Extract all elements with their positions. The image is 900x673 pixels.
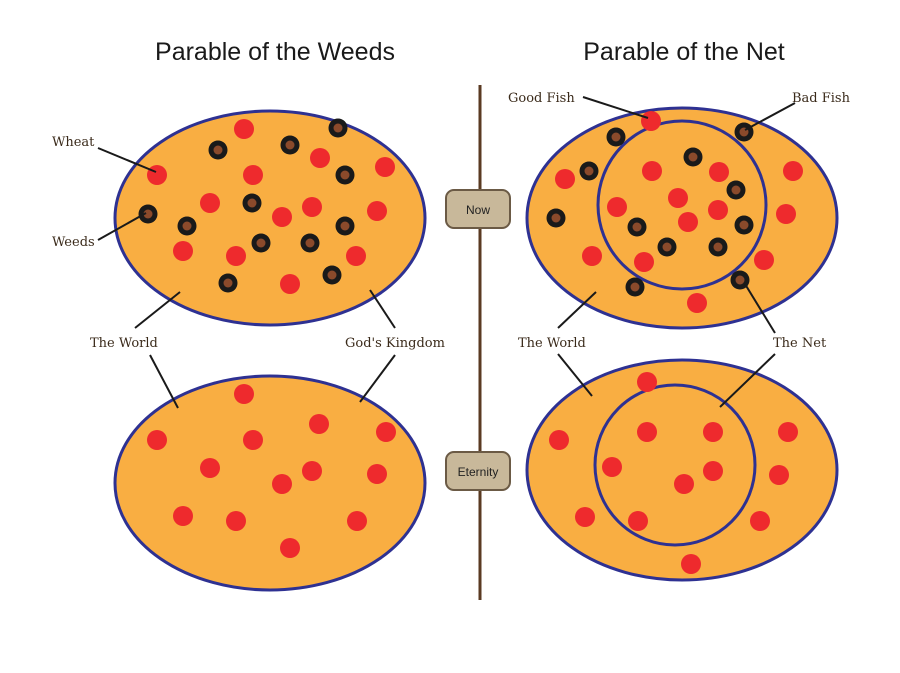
title-weeds: Parable of the Weeds — [155, 38, 395, 66]
wheat-good-fish-dot — [173, 241, 193, 261]
wheat-good-fish-dot — [280, 538, 300, 558]
net-eternity — [593, 383, 757, 547]
wheat-good-fish-dot — [302, 197, 322, 217]
wheat-good-fish-dot — [754, 250, 774, 270]
leader-lines — [97, 96, 796, 409]
dot-core — [285, 140, 295, 150]
now-button[interactable]: Now — [445, 189, 511, 229]
label-weeds: Weeds — [52, 235, 95, 250]
wheat-good-fish-dot — [687, 293, 707, 313]
wheat-good-fish-dot — [703, 422, 723, 442]
wheat-good-fish-dot — [280, 274, 300, 294]
label-world-right: The World — [518, 336, 586, 351]
wheat-good-fish-dot — [642, 161, 662, 181]
world-eternity-net — [525, 358, 839, 582]
wheat-good-fish-dot — [681, 554, 701, 574]
wheat-good-fish-dot — [310, 148, 330, 168]
net-now — [596, 119, 768, 291]
dot-core — [143, 209, 153, 219]
label-good-fish: Good Fish — [508, 91, 575, 106]
dot-core — [340, 221, 350, 231]
wheat-good-fish-dot — [147, 165, 167, 185]
wheat-good-fish-dot — [703, 461, 723, 481]
wheat-good-fish-dot — [147, 430, 167, 450]
wheat-good-fish-dot — [346, 246, 366, 266]
wheat-good-fish-dot — [778, 422, 798, 442]
wheat-good-fish-dot — [582, 246, 602, 266]
wheat-good-fish-dot — [628, 511, 648, 531]
dot-core — [223, 278, 233, 288]
dot-core — [340, 170, 350, 180]
wheat-good-fish-dot — [302, 461, 322, 481]
title-net: Parable of the Net — [583, 38, 785, 66]
fish-and-plants — [138, 111, 803, 574]
label-the-net: The Net — [773, 336, 827, 351]
wheat-good-fish-dot — [668, 188, 688, 208]
now-label: Now — [466, 203, 490, 217]
world-now-weeds — [113, 109, 427, 327]
dot-core — [632, 222, 642, 232]
dot-core — [182, 221, 192, 231]
wheat-good-fish-dot — [602, 457, 622, 477]
wheat-good-fish-dot — [674, 474, 694, 494]
wheat-good-fish-dot — [367, 201, 387, 221]
wheat-good-fish-dot — [243, 165, 263, 185]
wheat-good-fish-dot — [678, 212, 698, 232]
wheat-good-fish-dot — [272, 207, 292, 227]
dot-core — [662, 242, 672, 252]
dot-core — [713, 242, 723, 252]
wheat-good-fish-dot — [750, 511, 770, 531]
eternity-label: Eternity — [458, 465, 499, 479]
wheat-good-fish-dot — [637, 422, 657, 442]
wheat-good-fish-dot — [783, 161, 803, 181]
wheat-good-fish-dot — [243, 430, 263, 450]
eternity-button[interactable]: Eternity — [445, 451, 511, 491]
label-world-left: The World — [90, 336, 158, 351]
wheat-good-fish-dot — [226, 246, 246, 266]
wheat-good-fish-dot — [367, 464, 387, 484]
wheat-good-fish-dot — [309, 414, 329, 434]
wheat-good-fish-dot — [347, 511, 367, 531]
wheat-good-fish-dot — [376, 422, 396, 442]
wheat-good-fish-dot — [555, 169, 575, 189]
wheat-good-fish-dot — [607, 197, 627, 217]
dot-core — [735, 275, 745, 285]
dot-core — [551, 213, 561, 223]
wheat-good-fish-dot — [200, 193, 220, 213]
wheat-good-fish-dot — [709, 162, 729, 182]
dot-core — [731, 185, 741, 195]
dot-core — [739, 220, 749, 230]
dot-core — [256, 238, 266, 248]
dot-core — [213, 145, 223, 155]
label-bad-fish: Bad Fish — [792, 91, 851, 106]
wheat-good-fish-dot — [549, 430, 569, 450]
dot-core — [333, 123, 343, 133]
label-gods-kingdom: God's Kingdom — [345, 336, 445, 351]
wheat-good-fish-dot — [708, 200, 728, 220]
wheat-good-fish-dot — [375, 157, 395, 177]
wheat-good-fish-dot — [234, 119, 254, 139]
dot-core — [247, 198, 257, 208]
wheat-good-fish-dot — [173, 506, 193, 526]
world-eternity-weeds — [113, 374, 427, 592]
wheat-good-fish-dot — [776, 204, 796, 224]
dot-core — [611, 132, 621, 142]
dot-core — [630, 282, 640, 292]
dot-core — [688, 152, 698, 162]
wheat-good-fish-dot — [575, 507, 595, 527]
wheat-good-fish-dot — [234, 384, 254, 404]
dot-core — [584, 166, 594, 176]
label-wheat: Wheat — [52, 135, 95, 150]
wheat-good-fish-dot — [272, 474, 292, 494]
wheat-good-fish-dot — [769, 465, 789, 485]
wheat-good-fish-dot — [226, 511, 246, 531]
wheat-good-fish-dot — [637, 372, 657, 392]
wheat-good-fish-dot — [200, 458, 220, 478]
dot-core — [327, 270, 337, 280]
dot-core — [305, 238, 315, 248]
wheat-good-fish-dot — [634, 252, 654, 272]
wheat-good-fish-dot — [641, 111, 661, 131]
